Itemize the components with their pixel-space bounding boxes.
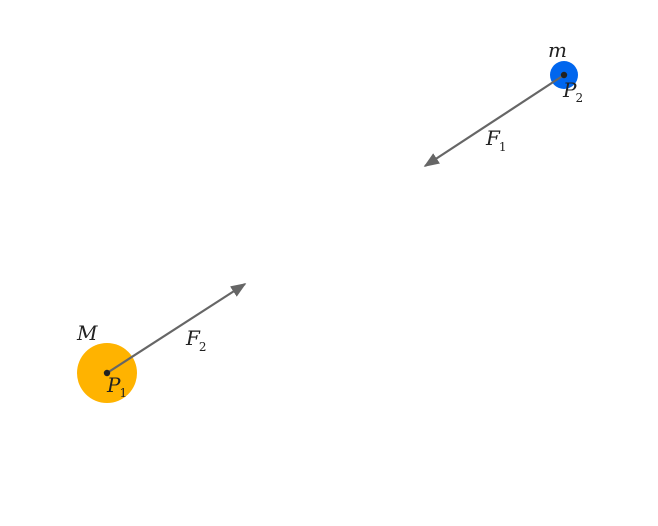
point-p2-subscript: 2 <box>575 91 583 105</box>
force-f2-subscript: 2 <box>199 340 207 354</box>
point-p2-dot <box>560 71 568 79</box>
force-f1-letter: F <box>485 126 501 150</box>
large-mass-label: M <box>76 321 98 345</box>
point-p1-subscript: 1 <box>119 386 127 400</box>
force-f1-subscript: 1 <box>499 140 507 154</box>
force-f2-letter: F <box>185 326 201 350</box>
small-mass-label: m <box>548 38 567 62</box>
force-f1-arrow <box>423 74 565 167</box>
point-p1-dot <box>103 369 111 377</box>
point-p1-letter: P <box>106 373 121 397</box>
point-p2-label: P2 <box>562 78 583 105</box>
point-p2-letter: P <box>562 78 577 102</box>
point-p1-label: P1 <box>106 373 127 400</box>
force-f2-arrow <box>106 283 247 374</box>
force-f2-label: F2 <box>185 326 207 354</box>
force-f1-label: F1 <box>485 126 507 154</box>
